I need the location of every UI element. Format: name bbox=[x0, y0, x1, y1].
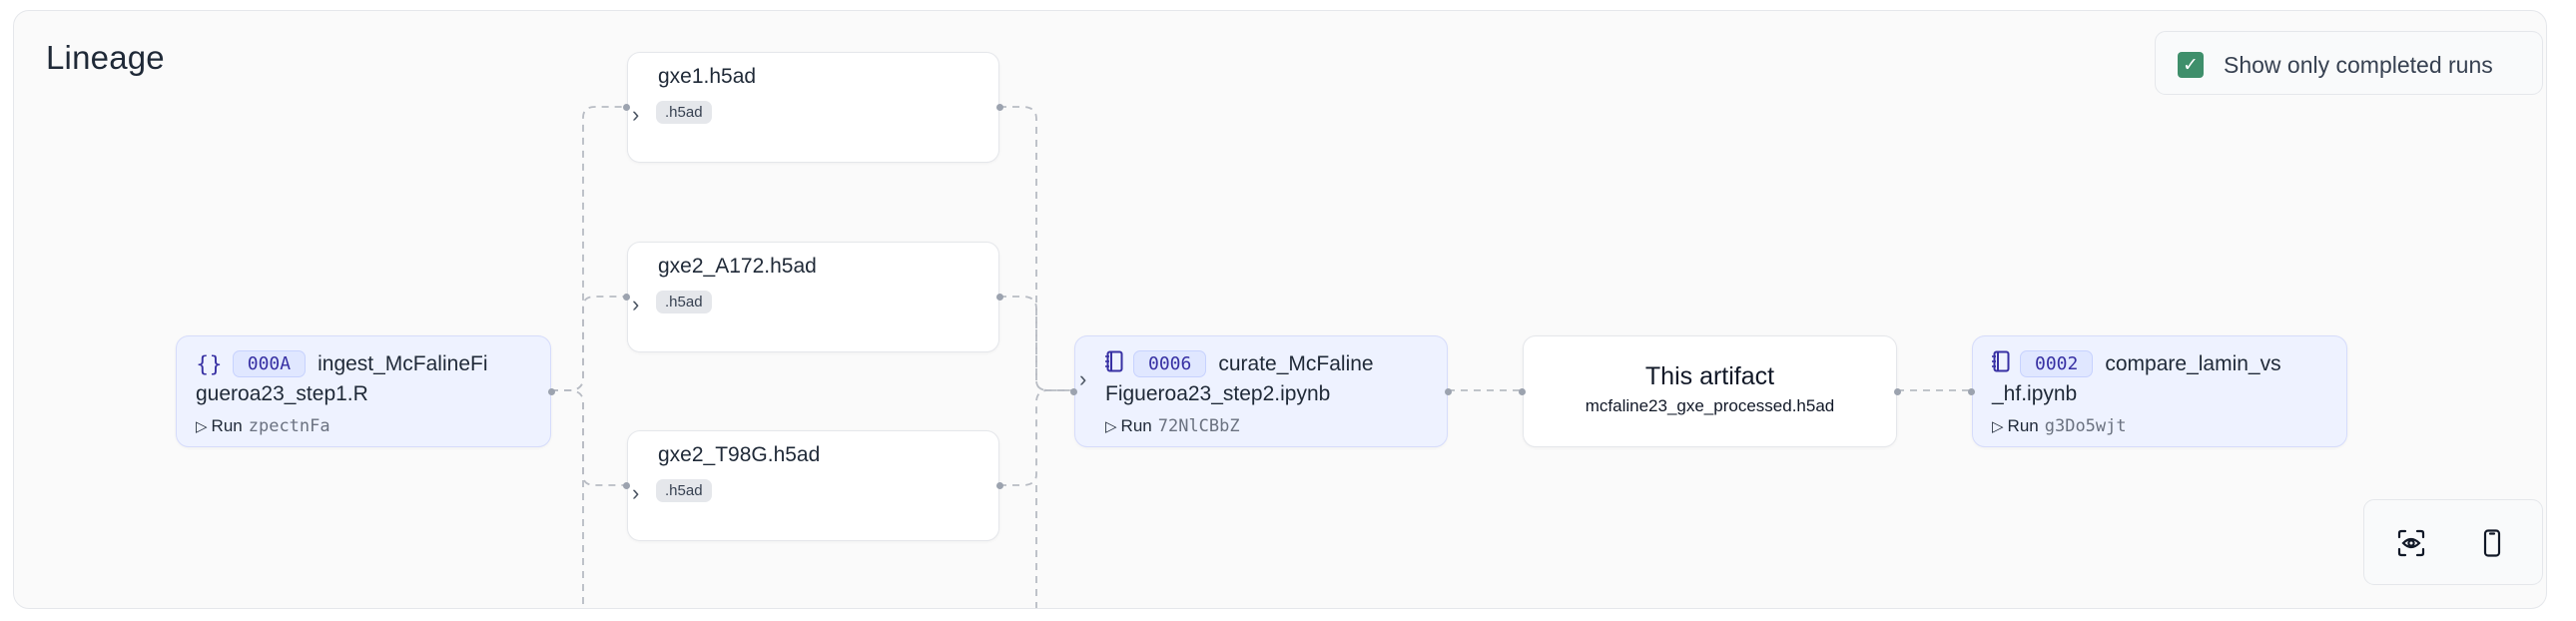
phone-icon[interactable] bbox=[2477, 528, 2507, 558]
node-handle bbox=[996, 294, 1003, 301]
play-icon: ▷ bbox=[1992, 417, 2004, 435]
lineage-edges bbox=[551, 106, 1972, 608]
transform-name-cont: Figueroa23_step2.ipynb bbox=[1105, 382, 1331, 405]
checkbox-checked-icon[interactable]: ✓ bbox=[2178, 52, 2204, 78]
transform-name: compare_lamin_vs bbox=[2105, 351, 2281, 375]
eye-scan-icon[interactable] bbox=[2396, 528, 2426, 558]
node-handle bbox=[996, 104, 1003, 111]
run-id: g3Do5wjt bbox=[2044, 416, 2127, 436]
chevron-right-icon: › bbox=[632, 102, 640, 127]
run-id: 72NlCBbZ bbox=[1157, 416, 1240, 436]
node-handle bbox=[623, 482, 630, 489]
current-artifact-node[interactable]: This artifact mcfaline23_gxe_processed.h… bbox=[1519, 335, 1901, 447]
current-artifact-filename: mcfaline23_gxe_processed.h5ad bbox=[1585, 396, 1835, 415]
transform-name-cont: gueroa23_step1.R bbox=[196, 382, 368, 405]
edge-gxe1-curate bbox=[999, 106, 1074, 391]
edge-gxe2t-curate bbox=[999, 389, 1074, 486]
node-handle bbox=[1070, 387, 1077, 395]
node-handle bbox=[1519, 387, 1526, 395]
page-title: Lineage bbox=[46, 39, 165, 76]
edge-gxe2a-curate bbox=[999, 296, 1074, 391]
run-label: Run bbox=[2007, 416, 2039, 435]
transform-node-curate[interactable]: › 0006 curate_McFaline Figueroa23_step2.… bbox=[1070, 335, 1452, 447]
chevron-right-icon: › bbox=[1079, 366, 1087, 391]
notebook-icon bbox=[1992, 350, 2010, 377]
artifact-name: gxe1.h5ad bbox=[658, 65, 757, 88]
transform-uid-badge: 0002 bbox=[2020, 350, 2094, 377]
toggle-label: Show only completed runs bbox=[2224, 52, 2493, 78]
play-icon: ▷ bbox=[1105, 417, 1117, 435]
lineage-panel: Lineage {} 000A ingest_McFalineFi gueroa… bbox=[13, 10, 2547, 609]
code-braces-icon: {} bbox=[196, 351, 223, 376]
run-label: Run bbox=[211, 416, 243, 435]
run-id: zpectnFa bbox=[248, 416, 330, 436]
play-icon: ▷ bbox=[196, 417, 208, 435]
run-label: Run bbox=[1120, 416, 1152, 435]
edge-ingest-gxe2t bbox=[551, 389, 627, 486]
transform-name: ingest_McFalineFi bbox=[318, 351, 488, 375]
transform-uid-badge: 0006 bbox=[1133, 350, 1207, 377]
node-handle bbox=[1445, 387, 1452, 395]
run-link[interactable]: ▷Run zpectnFa bbox=[196, 416, 330, 436]
artifact-name: gxe2_T98G.h5ad bbox=[658, 443, 821, 466]
chevron-right-icon: › bbox=[632, 292, 640, 316]
chevron-right-icon: › bbox=[632, 480, 640, 505]
view-controls bbox=[2363, 499, 2543, 585]
transform-node-ingest[interactable]: {} 000A ingest_McFalineFi gueroa23_step1… bbox=[176, 335, 555, 447]
run-link[interactable]: ▷Run g3Do5wjt bbox=[1992, 416, 2127, 436]
show-completed-runs-toggle[interactable]: ✓ Show only completed runs bbox=[2155, 31, 2543, 95]
artifact-node-gxe2-t98g[interactable]: › gxe2_T98G.h5ad .h5ad bbox=[623, 430, 1003, 541]
suffix-badge: .h5ad bbox=[656, 101, 712, 124]
run-link[interactable]: ▷Run 72NlCBbZ bbox=[1105, 416, 1240, 436]
node-handle bbox=[548, 387, 555, 395]
node-handle bbox=[623, 294, 630, 301]
artifact-name: gxe2_A172.h5ad bbox=[658, 255, 817, 278]
current-artifact-title: This artifact bbox=[1644, 362, 1775, 390]
transform-uid-badge: 000A bbox=[232, 350, 307, 377]
artifact-node-gxe1[interactable]: › gxe1.h5ad .h5ad bbox=[623, 52, 1003, 163]
transform-node-compare[interactable]: 0002 compare_lamin_vs _hf.ipynb ▷Run g3Do… bbox=[1968, 335, 2347, 447]
transform-name: curate_McFaline bbox=[1218, 351, 1374, 375]
node-handle bbox=[623, 104, 630, 111]
notebook-icon bbox=[1105, 350, 1123, 377]
suffix-badge: .h5ad bbox=[656, 291, 712, 313]
edge-ingest-gxe2a bbox=[551, 296, 627, 391]
suffix-badge: .h5ad bbox=[656, 479, 712, 502]
edge-ingest-gxe1 bbox=[551, 106, 627, 391]
node-handle bbox=[1894, 387, 1901, 395]
artifact-node-gxe2-a172[interactable]: › gxe2_A172.h5ad .h5ad bbox=[623, 242, 1003, 352]
node-handle bbox=[996, 482, 1003, 489]
transform-name-cont: _hf.ipynb bbox=[1992, 382, 2078, 405]
node-handle bbox=[1968, 387, 1975, 395]
